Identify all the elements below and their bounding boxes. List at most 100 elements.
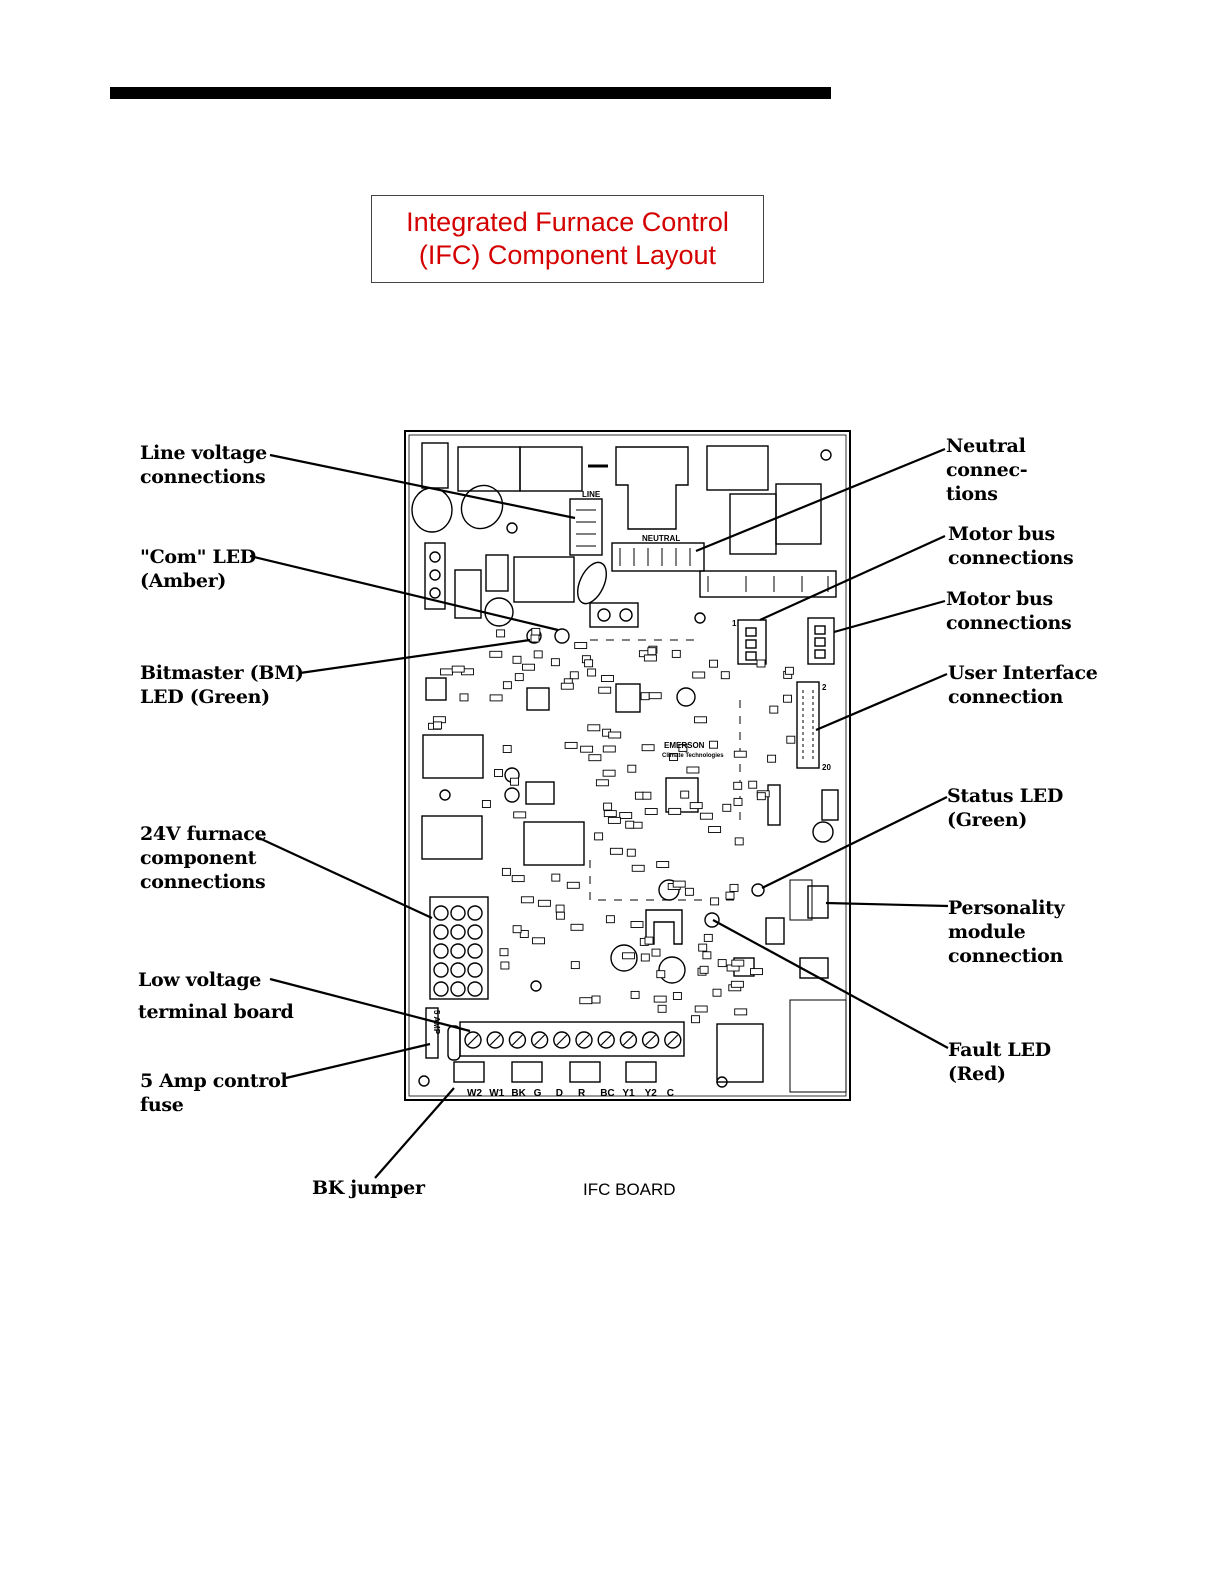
- smd-component: [551, 873, 561, 882]
- smd-component: [601, 675, 614, 682]
- smd-component: [651, 948, 661, 957]
- smd-component: [512, 925, 522, 934]
- label-motor-bus-2: Motor bus connections: [946, 588, 1072, 634]
- terminal-screw: [508, 1031, 527, 1049]
- smd-component: [569, 671, 579, 680]
- smd-component: [748, 780, 758, 789]
- smd-component: [489, 650, 503, 658]
- smd-component: [733, 797, 743, 806]
- smd-component: [512, 655, 522, 664]
- smd-component: [522, 663, 535, 671]
- connector-pin: [450, 905, 466, 921]
- smd-component: [643, 654, 657, 662]
- smd-component: [630, 990, 640, 999]
- smd-component: [699, 812, 713, 820]
- label-com-led: "Com" LED (Amber): [140, 546, 256, 592]
- smd-component: [694, 1005, 708, 1013]
- smd-component: [731, 959, 745, 967]
- smd-component: [656, 970, 666, 979]
- smd-component: [630, 921, 644, 928]
- terminal-screw: [641, 1031, 660, 1049]
- board-outline: [404, 430, 851, 1101]
- smd-component: [644, 808, 658, 815]
- label-low-voltage: Low voltage terminal board: [138, 969, 294, 1023]
- smd-component: [489, 694, 503, 702]
- connector-pin: [467, 962, 483, 978]
- smd-component: [703, 933, 713, 942]
- smd-component: [595, 779, 609, 787]
- smd-component: [692, 671, 706, 679]
- ui-pin-start: 2: [822, 683, 827, 692]
- smd-component: [672, 992, 682, 1000]
- smd-component: [502, 745, 512, 753]
- smd-component: [640, 692, 650, 701]
- smd-component: [756, 659, 766, 668]
- smd-component: [574, 642, 588, 649]
- smd-component: [722, 803, 732, 812]
- smd-component: [702, 951, 712, 960]
- connector-pin: [433, 924, 449, 940]
- smd-component: [627, 764, 637, 773]
- smd-component: [699, 965, 709, 974]
- smd-component: [603, 810, 617, 818]
- smd-component: [644, 936, 654, 945]
- brand-sub-marking: Climate Technologies: [662, 753, 724, 759]
- terminal-screw: [530, 1031, 549, 1049]
- connector-pin: [450, 962, 466, 978]
- smd-component: [533, 650, 543, 659]
- smd-component: [626, 848, 636, 857]
- smd-component: [514, 673, 524, 682]
- label-motor-bus-1: Motor bus connections: [948, 523, 1074, 569]
- smd-component: [698, 943, 708, 952]
- smd-component: [520, 896, 534, 904]
- title-line-1: Integrated Furnace Control: [406, 207, 729, 237]
- smd-component: [734, 837, 744, 846]
- smd-component: [499, 948, 509, 957]
- terminal-label: W1: [489, 1088, 504, 1099]
- smd-component: [691, 1015, 700, 1024]
- terminal-label: R: [578, 1088, 586, 1099]
- smd-component: [607, 816, 621, 824]
- smd-component: [647, 647, 657, 656]
- smd-component: [625, 820, 635, 829]
- terminal-screw: [486, 1031, 504, 1049]
- connector-pin: [433, 962, 449, 978]
- smd-component: [605, 915, 615, 924]
- smd-component: [570, 923, 584, 931]
- line-marking: LINE: [582, 490, 601, 499]
- smd-component: [729, 883, 739, 892]
- smd-component: [594, 832, 604, 841]
- smd-component: [656, 861, 670, 868]
- smd-component: [500, 961, 510, 970]
- terminal-label: C: [667, 1088, 674, 1099]
- smd-component: [734, 1008, 748, 1016]
- smd-component: [730, 980, 744, 988]
- smd-component: [657, 1004, 667, 1013]
- smd-component: [784, 666, 794, 675]
- smd-component: [686, 766, 700, 774]
- smd-component: [570, 961, 580, 970]
- smd-component: [641, 744, 655, 752]
- smd-component: [433, 721, 442, 730]
- terminal-screw: [619, 1031, 638, 1049]
- label-fuse: 5 Amp control fuse: [140, 1070, 288, 1116]
- smd-component: [550, 658, 560, 667]
- terminal-screw: [575, 1031, 593, 1049]
- smd-component: [564, 741, 578, 749]
- smd-component: [591, 995, 601, 1004]
- label-fault-led: Fault LED (Red): [948, 1039, 1051, 1085]
- smd-component: [608, 731, 622, 739]
- label-neutral: Neutral connec- tions: [946, 435, 1028, 505]
- smd-component: [634, 791, 644, 800]
- smd-component: [459, 693, 469, 702]
- label-user-interface: User Interface connection: [948, 662, 1098, 708]
- smd-component: [640, 953, 650, 962]
- smd-component: [733, 750, 747, 758]
- connector-pin: [467, 905, 483, 921]
- terminal-label: BK: [511, 1088, 526, 1099]
- smd-component: [783, 694, 792, 703]
- label-bk-jumper: BK jumper: [312, 1177, 425, 1199]
- smd-component: [680, 790, 690, 799]
- smd-component: [710, 897, 720, 906]
- smd-component: [756, 792, 766, 801]
